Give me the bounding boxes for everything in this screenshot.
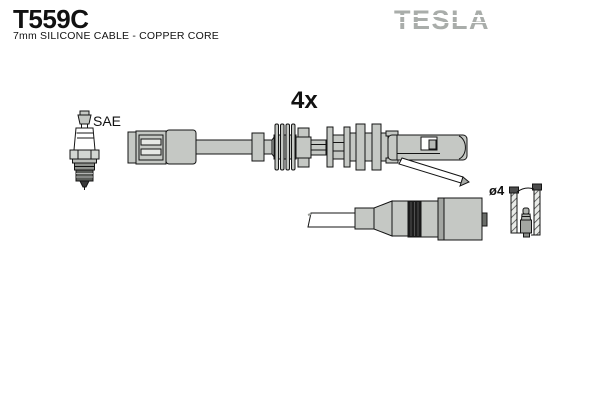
diagonal-cable-drawing	[398, 157, 470, 187]
sae-terminal-label: SAE	[93, 113, 122, 129]
product-subtitle: 7mm SILICONE CABLE - COPPER CORE	[13, 30, 219, 42]
tesla-brand-text: TESLA	[394, 5, 491, 35]
spark-plug-drawing	[69, 110, 100, 190]
logo-stripe	[392, 15, 490, 17]
boot-cross-section-drawing	[509, 183, 542, 238]
logo-stripe	[392, 22, 490, 23]
tesla-brand-logo: TESLA	[392, 5, 491, 35]
part-number-title: T559C	[13, 4, 89, 34]
diameter-label: ø4	[489, 183, 505, 198]
cable-assembly-drawing	[127, 123, 468, 171]
quantity-label: 4x	[291, 87, 318, 114]
plug-end-connector-drawing	[307, 197, 488, 241]
